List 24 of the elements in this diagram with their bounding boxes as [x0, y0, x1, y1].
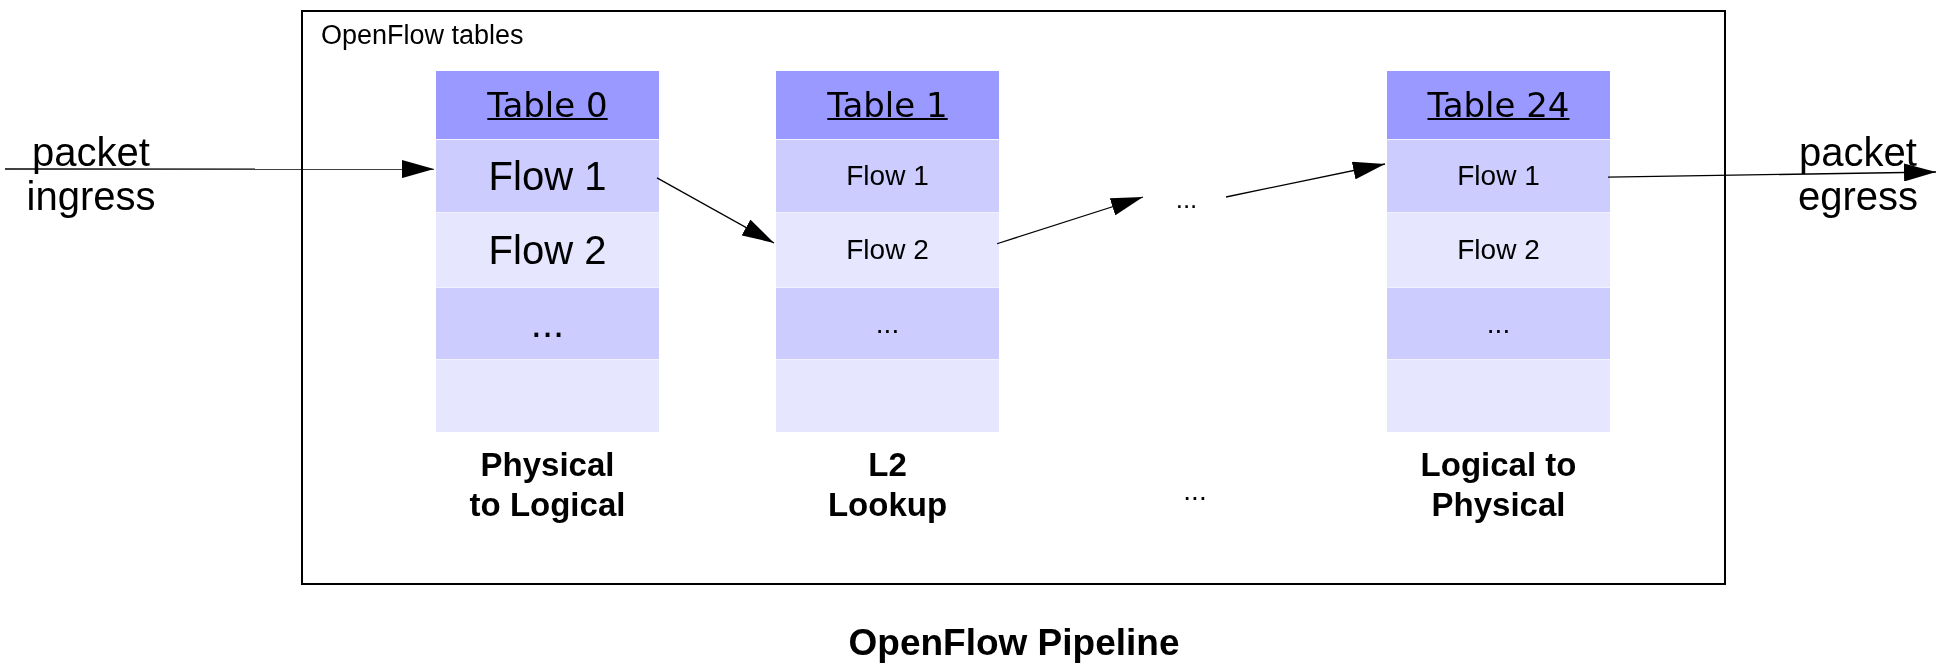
arrow [996, 196, 1144, 245]
diagram-title: OpenFlow Pipeline [847, 622, 1181, 664]
flow-row: Flow 1 [776, 139, 999, 212]
flow-row: Flow 1 [436, 139, 659, 212]
table-caption: Physical to Logical [468, 445, 627, 525]
flow-row: ... [776, 287, 999, 359]
table-header: Table 1 [776, 71, 999, 139]
port-label: packet ingress [25, 130, 157, 218]
arrow [4, 160, 435, 179]
flow-row: ... [1387, 287, 1610, 359]
flow-row: ... [436, 287, 659, 359]
pipeline-frame [301, 10, 1726, 585]
table-caption: L2 Lookup [826, 445, 949, 525]
table-header: Table 24 [1387, 71, 1610, 139]
arrow [1225, 161, 1386, 198]
port-label: packet egress [1796, 130, 1920, 218]
arrow [1607, 163, 1937, 182]
table-caption: Logical to Physical [1419, 445, 1578, 525]
frame-title: OpenFlow tables [321, 20, 524, 51]
table-header: Table 0 [436, 71, 659, 139]
ellipsis-text: ... [1182, 475, 1208, 507]
ellipsis-text: ... [1175, 184, 1198, 214]
flow-row: Flow 1 [1387, 139, 1610, 212]
arrow [656, 177, 775, 244]
